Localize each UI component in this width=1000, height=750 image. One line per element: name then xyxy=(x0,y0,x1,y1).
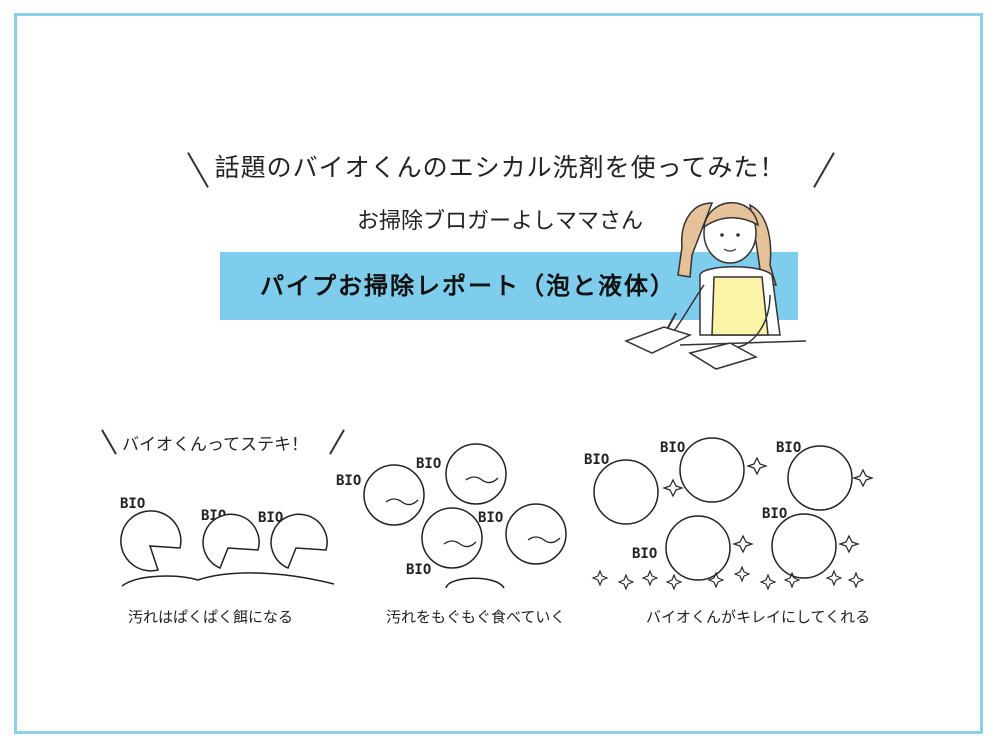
headline: 話題のバイオくんのエシカル洗剤を使ってみた！ xyxy=(214,153,786,182)
ground-sparkle-icons xyxy=(591,565,865,590)
bio-label: BIO xyxy=(336,473,361,489)
bio-character xyxy=(665,515,731,581)
bio-label: BIO xyxy=(632,546,657,562)
bio-label: BIO xyxy=(762,506,787,522)
woman-writing-illustration xyxy=(624,201,807,370)
bio-character xyxy=(771,513,837,579)
bio-label: BIO xyxy=(776,440,801,456)
bio-character xyxy=(363,464,425,526)
bio-character xyxy=(445,443,507,505)
bio-eating-illustration: BIO BIO BIO xyxy=(120,496,335,587)
caption-panel-1: 汚れはぱくぱく餌になる xyxy=(128,608,294,626)
bio-munching-illustration: BIO BIO BIO BIO xyxy=(336,443,567,589)
bio-label: BIO xyxy=(660,440,685,456)
bio-character xyxy=(120,510,182,572)
bio-character xyxy=(679,437,745,503)
bio-label: BIO xyxy=(258,510,283,526)
dirt-outline xyxy=(121,572,335,587)
bio-label: BIO xyxy=(584,452,609,468)
bio-label: BIO xyxy=(120,496,145,512)
caption-panel-3: バイオくんがキレイにしてくれる xyxy=(646,608,871,626)
bio-label: BIO xyxy=(406,562,431,578)
bio-cleaning-illustration: BIO BIO BIO BIO BIO xyxy=(584,437,874,590)
bio-character xyxy=(505,503,567,565)
bio-character xyxy=(202,513,260,569)
bio-character xyxy=(270,513,328,569)
sparkle-icons xyxy=(662,456,874,554)
bio-label: BIO xyxy=(478,510,503,526)
page-frame xyxy=(14,13,983,734)
bio-character xyxy=(787,445,853,511)
bio-character xyxy=(421,507,483,569)
bio-character xyxy=(593,459,659,525)
caption-panel-2: 汚れをもぐもぐ食べていく xyxy=(386,608,566,626)
banner-title: パイプお掃除レポート（泡と液体） xyxy=(260,272,676,300)
speech-bubble-text: バイオくんってステキ！ xyxy=(122,435,309,455)
bio-label: BIO xyxy=(416,456,441,472)
subtitle: お掃除ブロガーよしママさん xyxy=(356,209,643,234)
